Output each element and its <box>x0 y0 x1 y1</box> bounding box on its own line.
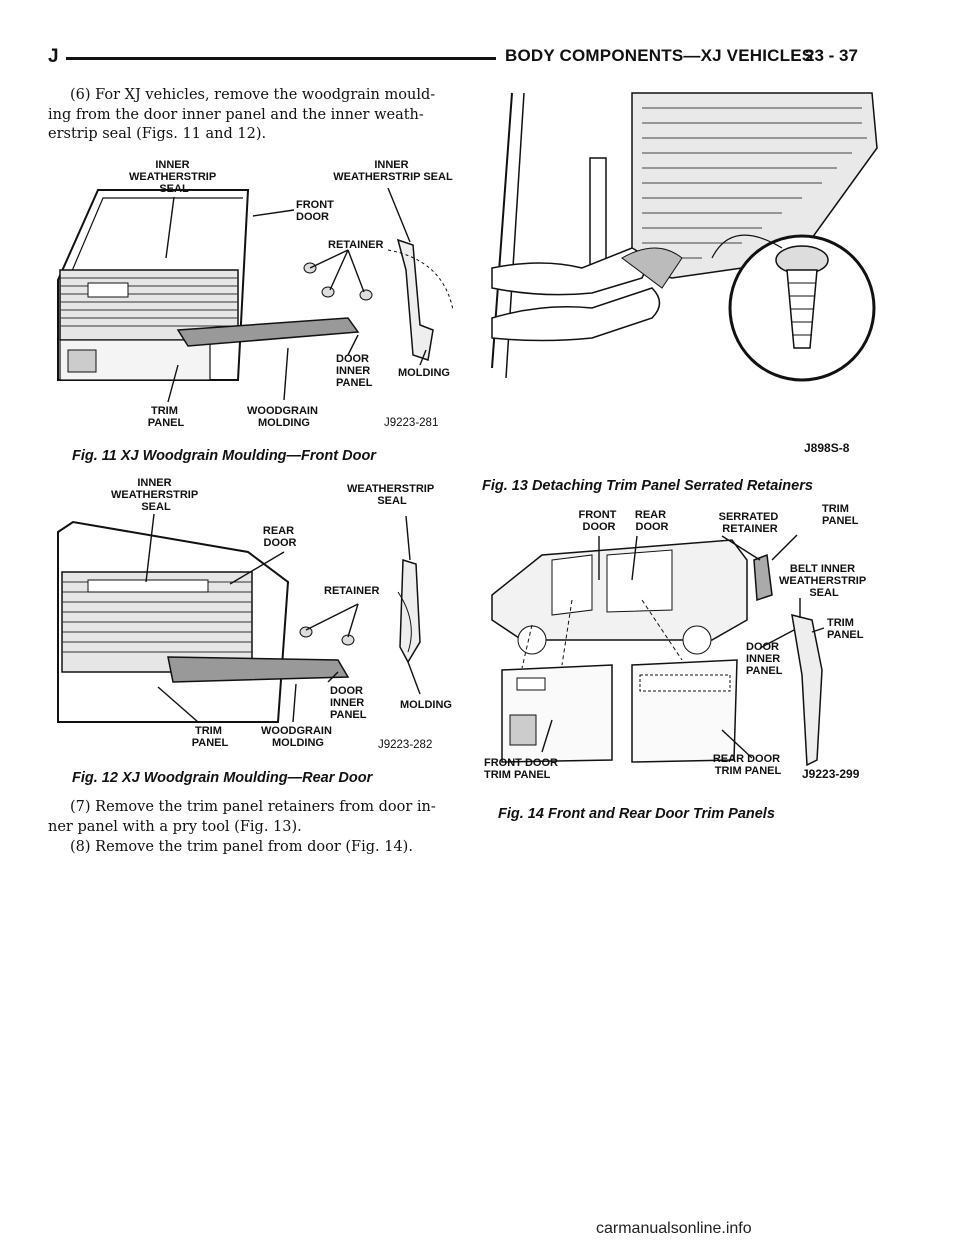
door-frame-outline <box>57 520 290 723</box>
fig-14-label-front-door-trim-panel: FRONT DOOR TRIM PANEL <box>484 757 561 781</box>
fig-14-leader-lines <box>541 534 825 759</box>
retainer-clips <box>303 262 373 301</box>
fig-12-label-rear-door: REAR DOOR <box>263 525 297 549</box>
fig-12-label-woodgrain-molding: WOODGRAIN MOLDING <box>261 725 335 749</box>
fig-11-label-woodgrain-molding: WOODGRAIN MOLDING <box>247 405 321 429</box>
fig-14-label-trim-panel-right: TRIM PANEL <box>827 617 864 641</box>
fig-12-leader-lines <box>145 513 421 723</box>
fig-14-label-serrated-retainer: SERRATED RETAINER <box>719 511 782 535</box>
fig-13-code: J898S-8 <box>804 441 850 455</box>
step-7-line-2: ner panel with a pry tool (Fig. 13). <box>48 818 302 835</box>
fig-11-leader-lines <box>165 187 427 403</box>
step-6-text: (6) For XJ vehicles, remove the woodgrai… <box>48 86 468 145</box>
inner-panel-detail <box>399 558 421 664</box>
step-7-line-1: (7) Remove the trim panel retainers from… <box>70 799 436 815</box>
fig-14-label-trim-panel-top: TRIM PANEL <box>822 503 859 527</box>
belt-weatherstrip-shape <box>791 613 823 767</box>
fig-11-label-trim-panel: TRIM PANEL <box>148 405 185 429</box>
fig-11-label-molding: MOLDING <box>398 367 450 379</box>
retainer-clips <box>299 626 355 646</box>
page-header-title: BODY COMPONENTS—XJ VEHICLES <box>505 46 814 65</box>
fig-12-label-molding: MOLDING <box>400 699 452 711</box>
front-door-trim-panel-shape <box>501 664 613 763</box>
fig-14-code: J9223-299 <box>802 767 860 781</box>
rear-door-trim-panel-shape <box>631 659 738 763</box>
fig-11-label-front-door: FRONT DOOR <box>296 199 337 223</box>
fig-12-label-trim-panel: TRIM PANEL <box>192 725 229 749</box>
fig-12-label-weatherstrip-seal: WEATHERSTRIP SEAL <box>347 483 437 507</box>
fig-11-illustration: INNER WEATHERSTRIP SEAL INNER WEATHERSTR… <box>57 159 454 429</box>
fig-11-caption: Fig. 11 XJ Woodgrain Moulding—Front Door <box>72 448 376 464</box>
header-rule <box>66 57 496 60</box>
hands-illustration <box>491 247 683 342</box>
inner-panel-detail <box>396 238 434 361</box>
step-6-line-2: ing from the door inner panel and the in… <box>48 106 424 123</box>
watermark-text: carmanualsonline.info <box>596 1220 752 1237</box>
fig-14-label-belt-inner-weatherstrip-seal: BELT INNER WEATHERSTRIP SEAL <box>779 563 869 599</box>
fig-14-label-rear-door: REAR DOOR <box>635 509 669 533</box>
woodgrain-molding-shape <box>167 656 350 683</box>
fig-12-illustration: INNER WEATHERSTRIP SEAL WEATHERSTRIP SEA… <box>57 477 452 751</box>
fig-12-code: J9223-282 <box>378 739 432 751</box>
fig-14-caption: Fig. 14 Front and Rear Door Trim Panels <box>498 806 775 822</box>
step-6-line-3: erstrip seal (Figs. 11 and 12). <box>48 126 267 142</box>
step-6-line-1: (6) For XJ vehicles, remove the woodgrai… <box>70 87 436 103</box>
serrated-retainer-detail <box>728 234 876 382</box>
fig-11-label-inner-weatherstrip-seal-left: INNER WEATHERSTRIP SEAL <box>129 159 219 195</box>
section-letter: J <box>48 46 59 67</box>
door-frame-outline <box>57 189 250 381</box>
serrated-retainer-shape <box>753 553 773 602</box>
fig-14-label-door-inner-panel: DOOR INNER PANEL <box>746 641 783 677</box>
fig-11-code: J9223-281 <box>384 417 438 429</box>
fig-13-caption: Fig. 13 Detaching Trim Panel Serrated Re… <box>482 478 813 494</box>
fig-12-label-door-inner-panel: DOOR INNER PANEL <box>330 685 367 721</box>
page-number: 23 - 37 <box>805 46 858 65</box>
woodgrain-molding-shape <box>176 317 360 347</box>
fig-11-label-inner-weatherstrip-seal-right: INNER WEATHERSTRIP SEAL <box>333 159 453 183</box>
trim-panel-stripes <box>61 571 253 673</box>
fig-14-illustration: FRONT DOOR REAR DOOR SERRATED RETAINER T… <box>484 503 869 781</box>
fig-12-label-retainer: RETAINER <box>324 585 379 597</box>
fig-14-label-front-door: FRONT DOOR <box>579 509 620 533</box>
fig-12-caption: Fig. 12 XJ Woodgrain Moulding—Rear Door <box>72 770 373 786</box>
step-8-text: (8) Remove the trim panel from door (Fig… <box>70 839 413 855</box>
fig-12-label-inner-weatherstrip-seal: INNER WEATHERSTRIP SEAL <box>111 477 201 513</box>
step-7-text: (7) Remove the trim panel retainers from… <box>48 798 468 837</box>
fig-11-label-door-inner-panel: DOOR INNER PANEL <box>336 353 373 389</box>
fig-13-illustration: J898S-8 <box>491 92 878 455</box>
fig-14-label-rear-door-trim-panel: REAR DOOR TRIM PANEL <box>713 753 783 777</box>
fig-11-label-retainer: RETAINER <box>328 239 383 251</box>
